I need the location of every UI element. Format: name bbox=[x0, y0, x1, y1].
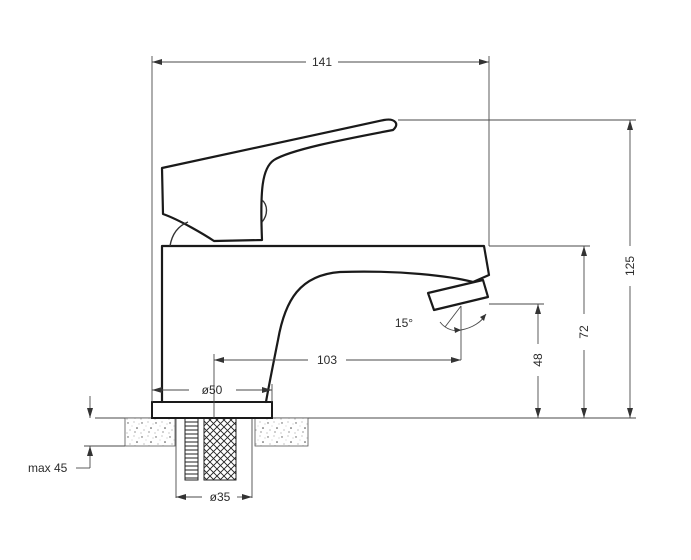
dimension-label-overall-height: 125 bbox=[623, 256, 637, 276]
dimension-outlet-height: 48 bbox=[489, 303, 545, 418]
dimension-base-diameter: ø50 bbox=[152, 383, 273, 402]
countertop-right-section bbox=[254, 417, 309, 447]
dimension-label-overall-width: 141 bbox=[312, 55, 332, 69]
threaded-rod bbox=[184, 417, 199, 481]
dimension-spout-reach: 103 bbox=[213, 353, 461, 418]
spout-aerator bbox=[426, 278, 490, 312]
dimension-spout-angle: 15° bbox=[395, 305, 487, 360]
dimension-label-hole-diameter: ø35 bbox=[210, 490, 231, 504]
dimension-label-max-thickness: max 45 bbox=[28, 461, 68, 475]
dimension-label-spout-reach: 103 bbox=[317, 353, 337, 367]
dimension-overall-width: 141 bbox=[151, 55, 490, 402]
mounting-shank bbox=[175, 417, 253, 498]
base-plate bbox=[151, 401, 273, 419]
dimension-label-outlet-height: 48 bbox=[531, 353, 545, 367]
dimension-spout-height: 72 bbox=[489, 245, 591, 418]
dimension-hole-diameter: ø35 bbox=[176, 490, 252, 504]
dimension-label-base-diameter: ø50 bbox=[202, 383, 223, 397]
dimension-label-spout-angle: 15° bbox=[395, 316, 413, 330]
dimension-max-thickness: max 45 bbox=[28, 396, 125, 475]
faucet-body bbox=[160, 244, 491, 404]
countertop-left-section bbox=[124, 417, 176, 447]
dimension-label-spout-height: 72 bbox=[577, 325, 591, 339]
countertop bbox=[95, 417, 309, 447]
lever-handle bbox=[160, 118, 398, 247]
dimension-overall-height: 125 bbox=[308, 119, 637, 419]
braided-hose bbox=[203, 417, 237, 481]
